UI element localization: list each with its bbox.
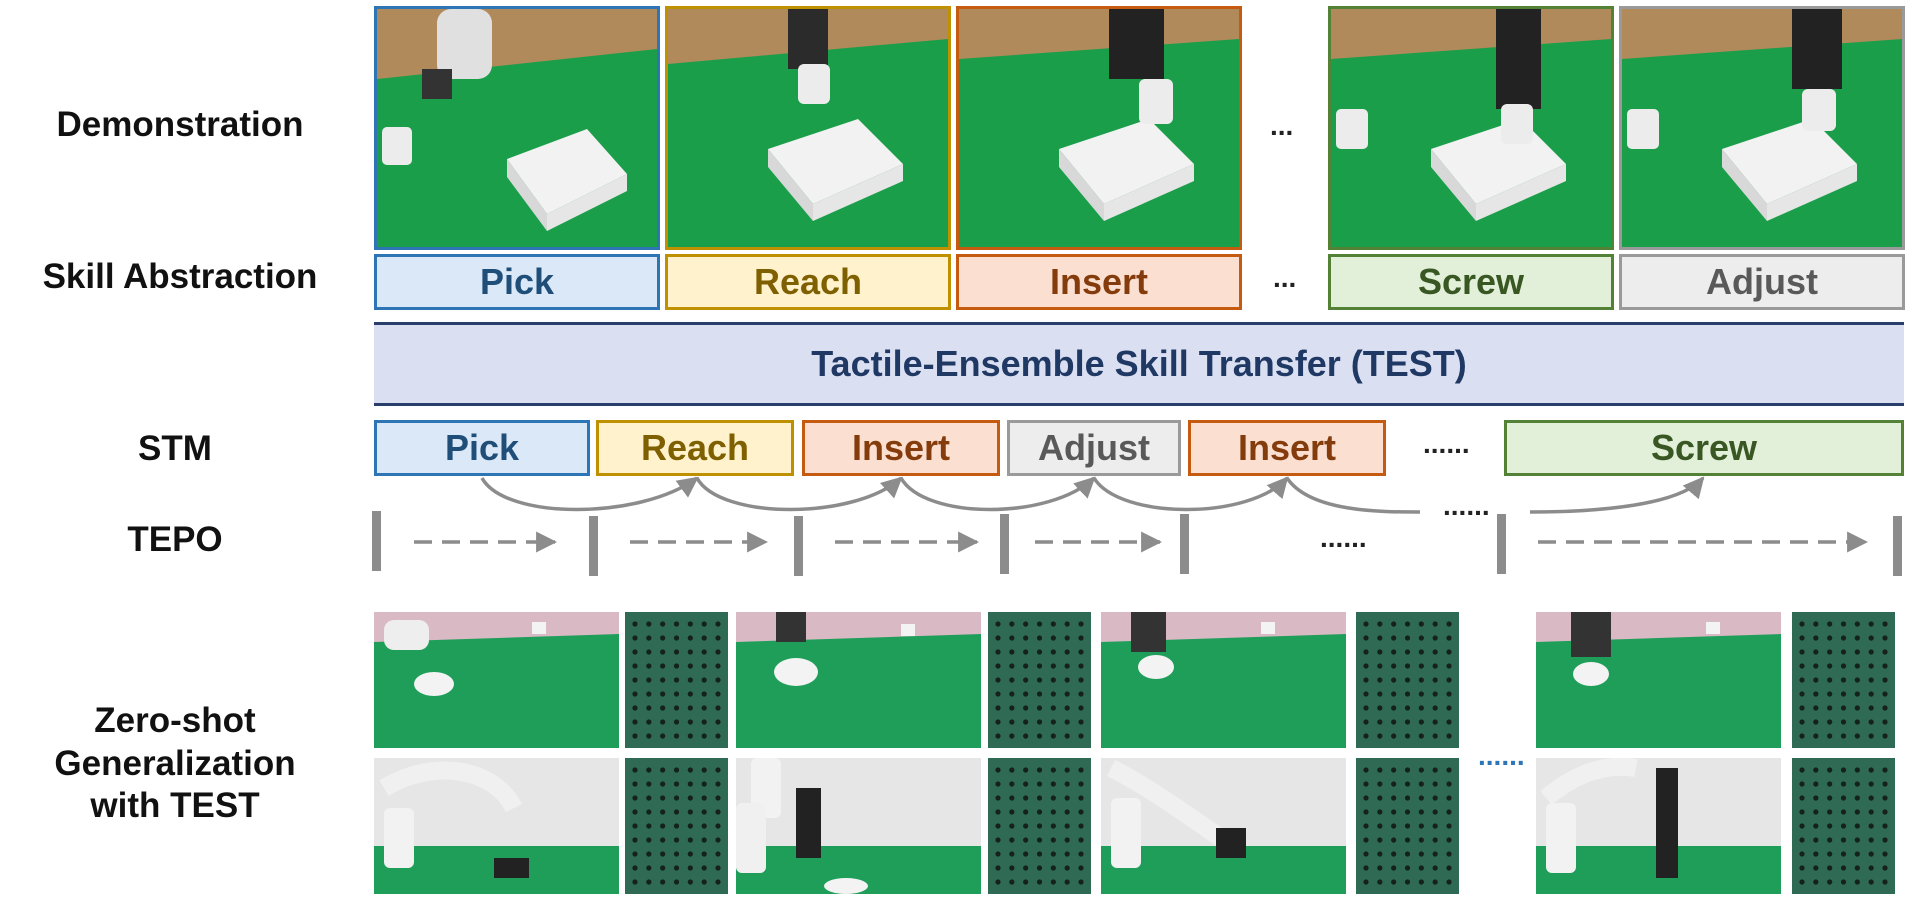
zeroshot-label: Zero-shot Generalization with TEST (30, 700, 320, 828)
skill-box-label: Adjust (1706, 261, 1818, 302)
test-banner: Tactile-Ensemble Skill Transfer (TEST) (374, 322, 1904, 406)
demo-photo-pick (374, 6, 660, 250)
demo-photo-screw (1328, 6, 1614, 250)
zeroshot-scene-photo (1536, 612, 1781, 748)
stm-box-label: Pick (444, 427, 520, 468)
stm-box-label: Adjust (1038, 427, 1150, 468)
skill-abstraction-label: Skill Abstraction (42, 257, 318, 296)
stm-box-adjust: Adjust (1007, 420, 1181, 476)
stm-label: STM (138, 429, 212, 468)
stm-box-label: Insert (851, 427, 951, 468)
tactile-sensor-photo (1792, 612, 1895, 748)
stm-box-pick: Pick (374, 420, 590, 476)
zeroshot-scene-photo (374, 758, 619, 894)
tactile-sensor-photo (1356, 612, 1459, 748)
tactile-sensor-photo (625, 612, 728, 748)
stm-box-label: Reach (640, 427, 750, 468)
zeroshot-label-line1: Zero-shot (94, 701, 256, 740)
demonstration-label: Demonstration (56, 105, 304, 144)
tepo-timeline (372, 511, 1902, 576)
skill-box-label: Insert (1049, 261, 1149, 302)
tactile-sensor-photo (988, 612, 1091, 748)
zeroshot-scene-photo (374, 612, 619, 748)
demo-photo-adjust (1619, 6, 1905, 250)
stm-box-screw: Screw (1504, 420, 1904, 476)
tactile-sensor-photo (1792, 758, 1895, 894)
skill-box-adjust: Adjust (1619, 254, 1905, 310)
stm-ellipsis: ...... (1423, 428, 1470, 459)
stm-box-reach: Reach (596, 420, 794, 476)
zeroshot-scene-photo (1101, 758, 1346, 894)
zeroshot-scene-photo (1101, 612, 1346, 748)
arc-ellipsis: ...... (1443, 490, 1490, 521)
demo-ellipsis: ... (1270, 110, 1294, 141)
tepo-ellipsis: ...... (1320, 522, 1367, 553)
skill-box-label: Pick (479, 261, 555, 302)
skill-box-reach: Reach (665, 254, 951, 310)
zeroshot-scene-photo (736, 612, 981, 748)
demo-photo-reach (665, 6, 951, 250)
skill-box-pick: Pick (374, 254, 660, 310)
demo-photo-insert (956, 6, 1242, 250)
stm-box-insert: Insert (802, 420, 1000, 476)
zeroshot-label-line2: Generalization (54, 743, 296, 783)
zeroshot-label-line3: with TEST (90, 786, 260, 826)
zeroshot-scene-photo (1536, 758, 1781, 894)
tactile-sensor-photo (1356, 758, 1459, 894)
stm-box-insert-2: Insert (1188, 420, 1386, 476)
skill-box-insert: Insert (956, 254, 1242, 310)
skill-box-label: Reach (753, 261, 863, 302)
skill-box-screw: Screw (1328, 254, 1614, 310)
skill-ellipsis: ... (1273, 262, 1297, 293)
zeroshot-ellipsis: ...... (1478, 740, 1525, 771)
tactile-sensor-photo (625, 758, 728, 894)
skill-transition-arcs (480, 476, 1705, 514)
zeroshot-scene-photo (736, 758, 981, 894)
skill-box-label: Screw (1417, 261, 1525, 302)
tactile-sensor-photo (988, 758, 1091, 894)
stm-box-label: Screw (1650, 427, 1758, 468)
stm-box-label: Insert (1237, 427, 1337, 468)
test-banner-title: Tactile-Ensemble Skill Transfer (TEST) (811, 343, 1467, 384)
tepo-label: TEPO (127, 520, 223, 559)
